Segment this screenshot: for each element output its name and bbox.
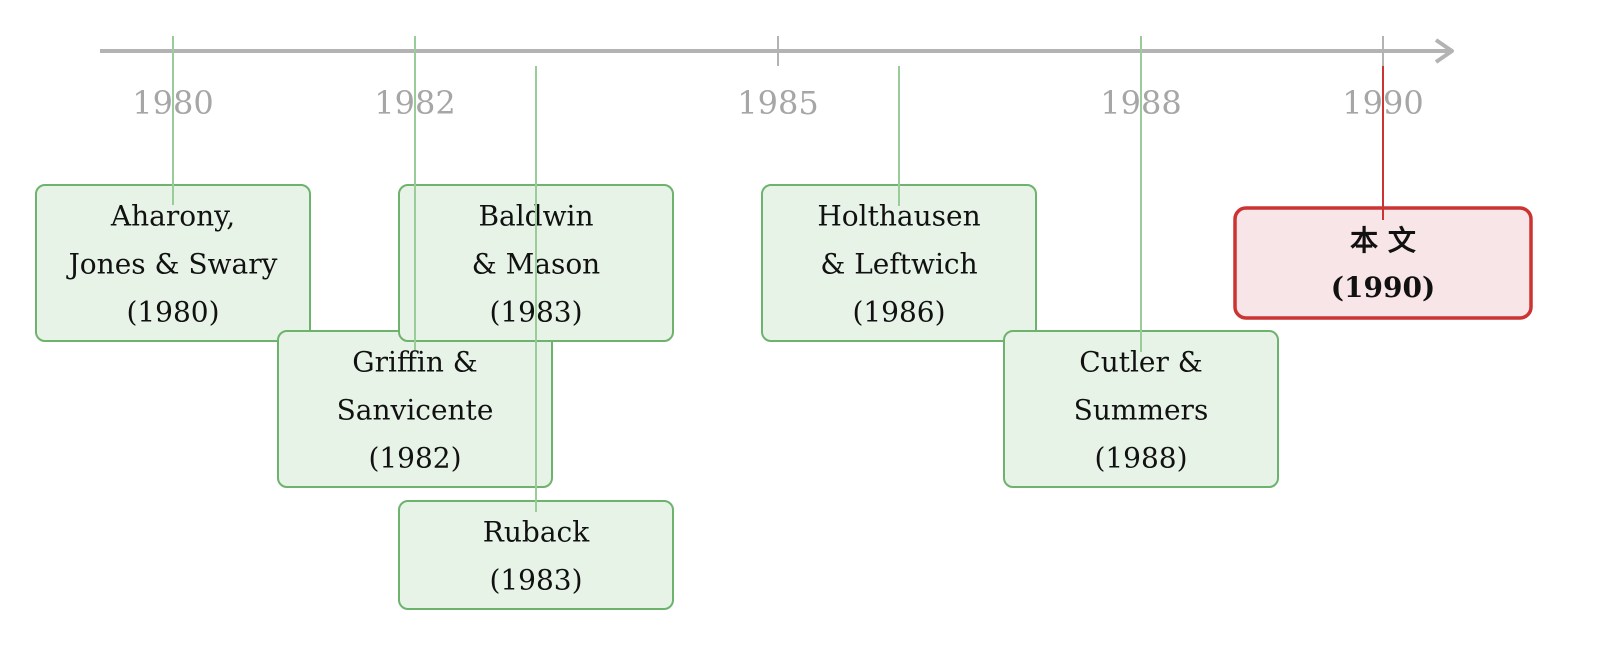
timeline-node: Ruback (1983)	[398, 500, 674, 610]
node-label-line: Sanvicente	[337, 394, 494, 427]
node-label-line: (1986)	[852, 296, 945, 329]
node-label-line: Griffin &	[352, 346, 477, 379]
timeline-node: Holthausen& Leftwich(1986)	[761, 184, 1037, 342]
node-label-line: (1988)	[1094, 442, 1187, 475]
node-label-line: 本 文	[1350, 224, 1416, 257]
connector-overlay	[172, 36, 1384, 512]
node-label-line: (1983)	[489, 564, 582, 597]
node-label-line: (1980)	[126, 296, 219, 329]
node-label-line: & Leftwich	[820, 248, 977, 281]
year-label: 1985	[737, 84, 818, 122]
timeline-node-highlight: 本 文 (1990)	[1233, 206, 1533, 320]
node-label-line: Aharony,	[110, 200, 235, 233]
timeline-node: Griffin & Sanvicente (1982)	[277, 330, 553, 488]
node-label-line: Ruback	[483, 516, 590, 549]
node-label-line: (1982)	[368, 442, 461, 475]
timeline-node: Cutler &Summers(1988)	[1003, 330, 1279, 488]
timeline-node: Aharony, Jones & Swary (1980)	[35, 184, 311, 342]
axis-arrowhead	[1434, 38, 1454, 64]
node-label-line: Jones & Swary	[66, 248, 278, 281]
node-layer: Aharony, Jones & Swary (1980) Griffin & Sanv…	[35, 184, 1533, 610]
timeline-axis	[100, 38, 1454, 64]
node-label-line: (1990)	[1331, 271, 1435, 304]
node-label-line: Summers	[1074, 394, 1209, 427]
